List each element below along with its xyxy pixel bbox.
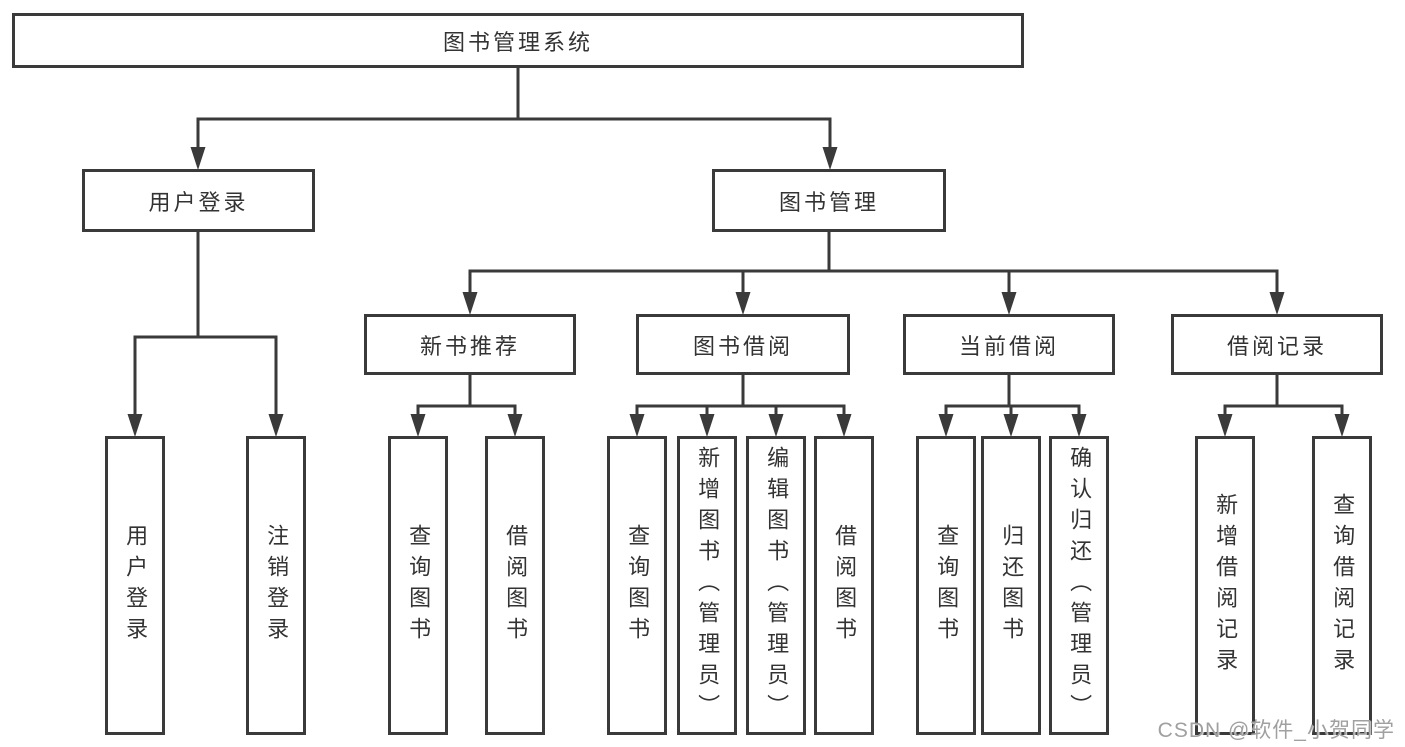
leaf-query-borrow-record-label: 查询借阅记录 xyxy=(1330,492,1356,679)
node-current-borrow: 当前借阅 xyxy=(903,314,1115,375)
node-root: 图书管理系统 xyxy=(12,13,1024,68)
leaf-edit-books-admin: 编辑图书（管理员） xyxy=(746,436,806,735)
leaf-query-books-recommend-label: 查询图书 xyxy=(406,523,432,648)
leaf-confirm-return-admin: 确认归还（管理员） xyxy=(1049,436,1109,735)
leaf-user-login-label: 用户登录 xyxy=(123,523,149,648)
leaf-query-books-borrow-label: 查询图书 xyxy=(625,523,651,648)
csdn-watermark: CSDN @软件_小贺同学 xyxy=(1157,719,1395,742)
node-book-borrow: 图书借阅 xyxy=(636,314,850,375)
leaf-logout-label: 注销登录 xyxy=(264,523,290,648)
leaf-confirm-return-admin-label: 确认归还（管理员） xyxy=(1067,446,1093,725)
leaf-borrow-books: 借阅图书 xyxy=(814,436,874,735)
leaf-add-books-admin: 新增图书（管理员） xyxy=(677,436,737,735)
node-new-book-recommend-label: 新书推荐 xyxy=(419,333,520,359)
node-user-login: 用户登录 xyxy=(82,169,315,232)
node-book-management: 图书管理 xyxy=(712,169,946,232)
leaf-query-books-recommend: 查询图书 xyxy=(388,436,448,735)
node-borrow-records: 借阅记录 xyxy=(1171,314,1383,375)
leaf-user-login: 用户登录 xyxy=(105,436,165,735)
leaf-query-borrow-record: 查询借阅记录 xyxy=(1312,436,1372,735)
leaf-logout: 注销登录 xyxy=(246,436,306,735)
node-book-management-label: 图书管理 xyxy=(778,189,879,215)
node-book-borrow-label: 图书借阅 xyxy=(692,333,793,359)
node-user-login-label: 用户登录 xyxy=(148,189,249,215)
node-root-label: 图书管理系统 xyxy=(442,29,593,55)
leaf-return-books-label: 归还图书 xyxy=(999,523,1025,648)
leaf-add-borrow-record-label: 新增借阅记录 xyxy=(1213,492,1239,679)
leaf-borrow-books-recommend: 借阅图书 xyxy=(485,436,545,735)
leaf-return-books: 归还图书 xyxy=(981,436,1041,735)
node-new-book-recommend: 新书推荐 xyxy=(364,314,576,375)
node-current-borrow-label: 当前借阅 xyxy=(958,333,1059,359)
leaf-add-books-admin-label: 新增图书（管理员） xyxy=(695,446,721,725)
leaf-query-books-borrow: 查询图书 xyxy=(607,436,667,735)
leaf-query-books-current: 查询图书 xyxy=(916,436,976,735)
leaf-edit-books-admin-label: 编辑图书（管理员） xyxy=(764,446,790,725)
node-borrow-records-label: 借阅记录 xyxy=(1226,333,1327,359)
leaf-borrow-books-label: 借阅图书 xyxy=(832,523,858,648)
leaf-add-borrow-record: 新增借阅记录 xyxy=(1195,436,1255,735)
leaf-borrow-books-recommend-label: 借阅图书 xyxy=(503,523,529,648)
leaf-query-books-current-label: 查询图书 xyxy=(934,523,960,648)
